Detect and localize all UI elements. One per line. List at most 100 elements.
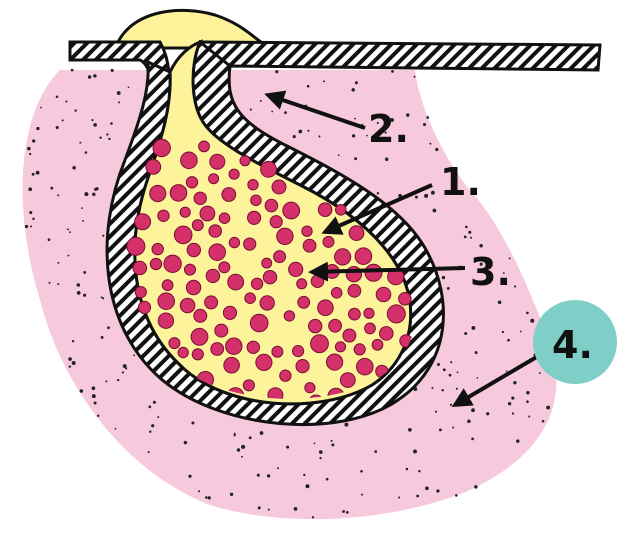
granule xyxy=(272,180,286,194)
granule xyxy=(240,156,250,166)
stipple-dot xyxy=(354,157,357,160)
granule xyxy=(206,269,219,282)
stipple-dot xyxy=(284,111,287,114)
stipple-dot xyxy=(191,421,194,424)
stipple-dot xyxy=(423,123,426,126)
granule xyxy=(243,380,254,391)
granule xyxy=(191,328,208,345)
granule xyxy=(364,308,374,318)
stipple-dot xyxy=(431,387,433,389)
granule xyxy=(169,338,180,349)
stipple-dot xyxy=(435,411,437,413)
stipple-dot xyxy=(477,377,479,379)
stipple-dot xyxy=(546,406,550,410)
granule xyxy=(348,284,361,297)
stipple-dot xyxy=(398,496,400,498)
stipple-dot xyxy=(374,450,377,453)
stipple-dot xyxy=(498,301,502,305)
stipple-dot xyxy=(249,436,252,439)
granule xyxy=(283,202,300,219)
granule xyxy=(200,206,215,221)
stipple-dot xyxy=(344,423,348,427)
stipple-dot xyxy=(511,397,514,400)
granule xyxy=(209,174,219,184)
stipple-dot xyxy=(69,231,71,233)
stipple-dot xyxy=(102,235,104,237)
granule xyxy=(293,346,304,357)
stipple-dot xyxy=(416,495,419,498)
granule xyxy=(209,225,222,238)
stipple-dot xyxy=(520,331,522,333)
granule xyxy=(272,346,283,357)
stipple-dot xyxy=(443,368,446,371)
granule xyxy=(261,161,277,177)
stipple-dot xyxy=(260,100,262,102)
stipple-dot xyxy=(414,76,416,78)
granule xyxy=(305,383,315,393)
stipple-dot xyxy=(508,402,511,405)
stipple-dot xyxy=(507,339,510,342)
granule xyxy=(192,220,203,231)
granule xyxy=(219,262,230,273)
stipple-dot xyxy=(149,430,151,432)
granule xyxy=(199,141,210,152)
stipple-dot xyxy=(107,326,110,329)
granule xyxy=(152,243,163,254)
stipple-dot xyxy=(250,109,252,111)
stipple-dot xyxy=(323,80,325,82)
stipple-dot xyxy=(294,507,298,511)
label-4: 4. xyxy=(552,323,593,367)
granule xyxy=(247,341,259,353)
stipple-dot xyxy=(418,470,420,472)
granule xyxy=(309,319,322,332)
stipple-dot xyxy=(40,107,42,109)
stipple-dot xyxy=(237,448,240,451)
stipple-dot xyxy=(314,443,316,445)
stipple-dot xyxy=(406,468,409,471)
stipple-dot xyxy=(84,192,88,196)
granule xyxy=(150,258,161,269)
granule xyxy=(162,280,173,291)
stipple-dot xyxy=(441,389,443,391)
granule xyxy=(174,226,192,244)
stipple-dot xyxy=(101,336,104,339)
stipple-dot xyxy=(71,69,74,72)
stipple-dot xyxy=(360,470,363,473)
stipple-dot xyxy=(465,226,468,229)
stipple-dot xyxy=(439,429,442,432)
stipple-dot xyxy=(94,401,97,404)
stipple-dot xyxy=(48,238,51,241)
stipple-dot xyxy=(102,297,104,299)
label-2: 2. xyxy=(368,107,409,151)
stipple-dot xyxy=(361,494,363,496)
stipple-dot xyxy=(471,438,474,441)
granule xyxy=(354,344,365,355)
stipple-dot xyxy=(464,236,467,239)
stipple-dot xyxy=(413,450,417,454)
stipple-dot xyxy=(32,139,35,142)
granule xyxy=(250,314,268,332)
stipple-dot xyxy=(449,374,452,377)
granule xyxy=(387,305,405,323)
stipple-dot xyxy=(79,142,81,144)
stipple-dot xyxy=(275,70,278,73)
granule xyxy=(349,308,361,320)
granule xyxy=(226,338,242,354)
stipple-dot xyxy=(56,126,59,129)
granule xyxy=(185,264,196,275)
stipple-dot xyxy=(50,187,53,190)
stipple-dot xyxy=(32,173,35,176)
granule xyxy=(135,287,146,298)
stipple-dot xyxy=(312,516,314,518)
granule xyxy=(138,301,150,313)
stipple-dot xyxy=(474,485,478,489)
stipple-dot xyxy=(49,282,51,284)
granule xyxy=(164,255,181,272)
stipple-dot xyxy=(530,319,534,323)
stipple-dot xyxy=(68,357,72,361)
stipple-dot xyxy=(391,70,394,73)
stipple-dot xyxy=(83,271,86,274)
stipple-dot xyxy=(415,196,418,199)
stipple-dot xyxy=(148,451,150,453)
